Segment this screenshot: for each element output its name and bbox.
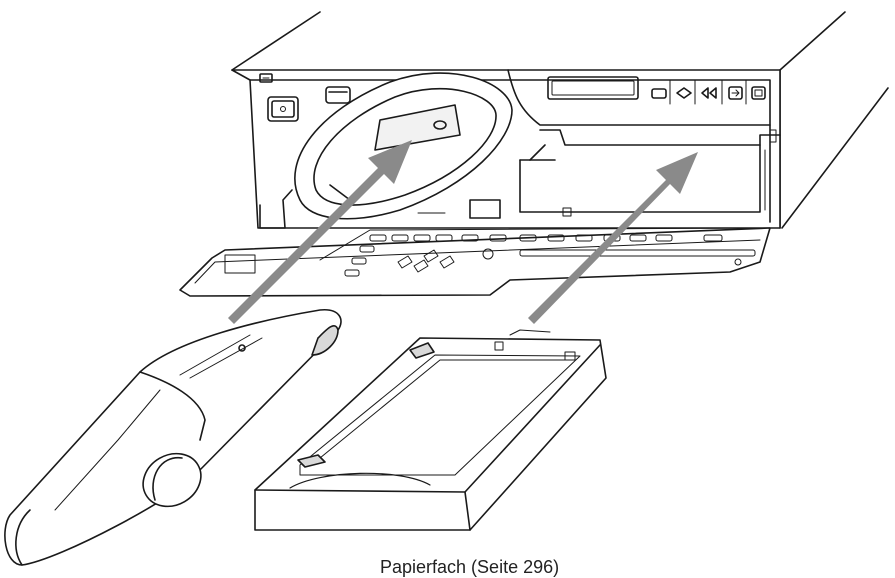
arrow-tray-insert: [528, 152, 698, 324]
card-slot: [519, 249, 756, 257]
paper-tray-slot: [519, 129, 781, 217]
front-control-door: [179, 227, 771, 297]
lcd-display: [547, 76, 639, 100]
control-button-1: [651, 88, 667, 99]
printer-right-top-edge: [779, 11, 846, 71]
display-panel: [507, 69, 771, 126]
eject-lever: [325, 86, 351, 104]
tray-tab-front: [297, 454, 326, 468]
control-key-row: [369, 234, 723, 242]
tray-tab-back: [409, 342, 435, 359]
execute-button: [482, 248, 494, 260]
control-key-column: [344, 245, 375, 277]
tray-finger-grip: [289, 472, 431, 489]
enter-button: [728, 86, 743, 100]
printer-right-side: [781, 87, 889, 229]
reverse-icon: [701, 87, 717, 99]
insertion-arrows: [228, 140, 698, 324]
direction-pad: [397, 249, 455, 273]
ink-ribbon-cartridge: [4, 309, 342, 566]
paper-tray: [254, 329, 607, 531]
menu-button: [751, 86, 766, 100]
feed-icon: [676, 87, 692, 99]
door-latch: [469, 199, 501, 219]
power-button: [267, 96, 299, 122]
printer: [179, 11, 889, 297]
menu-indicator-icon: [259, 73, 273, 83]
printer-top-edge: [231, 11, 321, 71]
figure-caption: Papierfach (Seite 296): [380, 557, 560, 577]
arrow-ribbon-insert: [228, 140, 412, 324]
door-hinge-left: [259, 189, 293, 229]
